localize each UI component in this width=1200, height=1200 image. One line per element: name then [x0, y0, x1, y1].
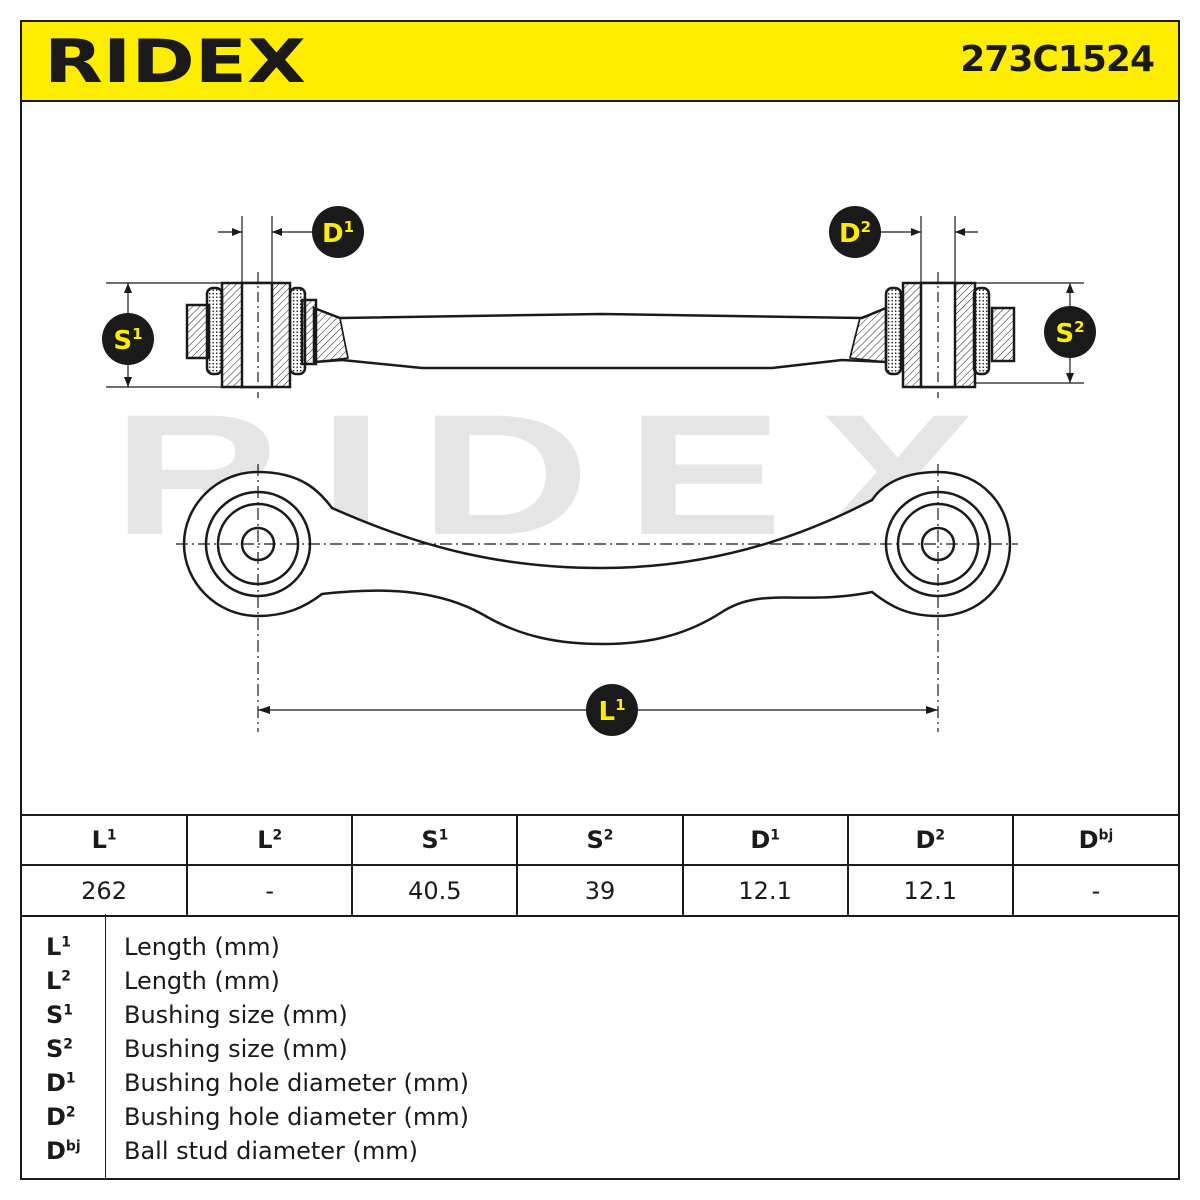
svg-text:S2: S2	[1055, 318, 1084, 349]
brand-logo: RIDEX	[44, 30, 306, 92]
side-view	[185, 281, 1016, 389]
spec-value-s1: 40.5	[352, 865, 519, 917]
legend-item: D1 Bushing hole diameter (mm)	[22, 1066, 1178, 1100]
spec-header-dbj: Dbj	[1012, 814, 1178, 866]
callout-s1: S1	[102, 313, 154, 365]
spec-value-s2: 39	[517, 865, 684, 917]
spec-table-header-row: L1 L2 S1 S2 D1 D2 Dbj	[22, 814, 1178, 866]
spec-value-l1: 262	[22, 865, 189, 917]
legend-item: L1 Length (mm)	[22, 930, 1178, 964]
spec-header-l2: L2	[187, 814, 354, 866]
header-bar: RIDEX 273C1524	[22, 22, 1178, 102]
callout-l1: L1	[586, 684, 638, 736]
callout-d1: D1	[312, 206, 364, 258]
svg-text:S1: S1	[113, 325, 142, 356]
legend-description: Ball stud diameter (mm)	[124, 1137, 419, 1165]
legend-symbol: D1	[46, 1069, 76, 1097]
svg-text:D1: D1	[322, 218, 354, 249]
spec-header-d1: D1	[682, 814, 849, 866]
legend-symbol: D2	[46, 1103, 76, 1131]
legend-description: Bushing hole diameter (mm)	[124, 1069, 469, 1097]
spec-value-l2: -	[187, 865, 354, 917]
svg-text:D2: D2	[839, 218, 871, 249]
spec-value-d1: 12.1	[682, 865, 849, 917]
legend-item: Dbj Ball stud diameter (mm)	[22, 1134, 1178, 1168]
legend-symbol: S1	[46, 1001, 73, 1029]
svg-text:L1: L1	[598, 696, 625, 727]
spec-header-s2: S2	[517, 814, 684, 866]
spec-header-d2: D2	[847, 814, 1014, 866]
spec-value-d2: 12.1	[847, 865, 1014, 917]
legend-description: Bushing hole diameter (mm)	[124, 1103, 469, 1131]
legend-description: Bushing size (mm)	[124, 1001, 348, 1029]
legend-symbol: Dbj	[46, 1137, 81, 1165]
callout-s2: S2	[1044, 306, 1096, 358]
spec-header-s1: S1	[352, 814, 519, 866]
part-number: 273C1524	[960, 39, 1155, 80]
legend-item: S1 Bushing size (mm)	[22, 998, 1178, 1032]
legend-item: L2 Length (mm)	[22, 964, 1178, 998]
legend-description: Length (mm)	[124, 933, 280, 961]
spec-table-value-row: 262 - 40.5 39 12.1 12.1 -	[22, 865, 1178, 917]
spec-table: L1 L2 S1 S2 D1 D2 Dbj 262 - 40.5 39 12.1…	[22, 814, 1178, 917]
top-view-dimensions	[176, 464, 1018, 732]
legend-divider	[105, 914, 106, 1180]
datasheet: RIDEX	[20, 20, 1180, 1180]
legend-description: Bushing size (mm)	[124, 1035, 348, 1063]
legend-symbol: S2	[46, 1035, 73, 1063]
legend-item: S2 Bushing size (mm)	[22, 1032, 1178, 1066]
callout-d2: D2	[829, 206, 881, 258]
svg-text:RIDEX: RIDEX	[44, 30, 306, 92]
legend-symbol: L2	[46, 967, 71, 995]
spec-header-l1: L1	[22, 814, 189, 866]
legend-item: D2 Bushing hole diameter (mm)	[22, 1100, 1178, 1134]
technical-drawing: RIDEX	[102, 206, 1096, 736]
legend: L1 Length (mm) L2 Length (mm) S1 Bushing…	[22, 914, 1178, 1180]
legend-symbol: L1	[46, 933, 71, 961]
legend-description: Length (mm)	[124, 967, 280, 995]
spec-value-dbj: -	[1012, 865, 1178, 917]
